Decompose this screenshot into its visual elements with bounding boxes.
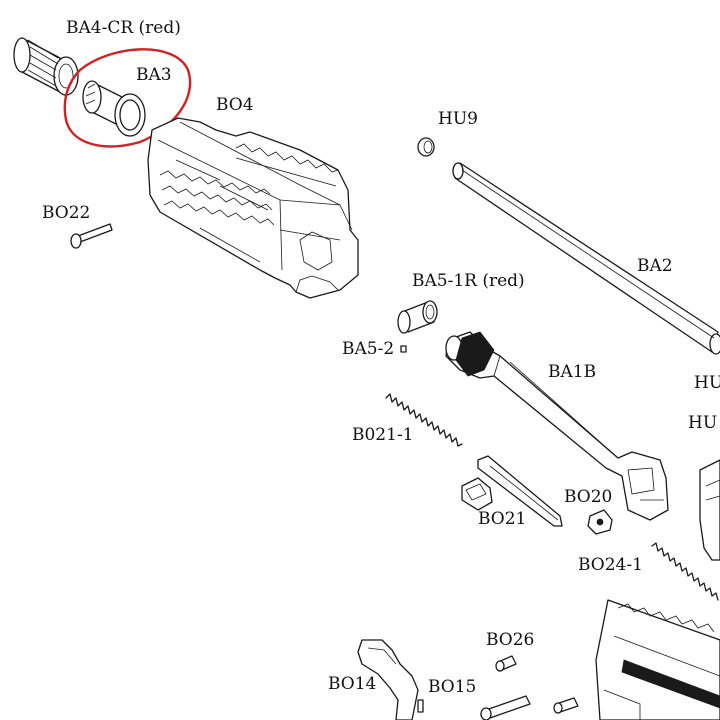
label-bo22: BO22 [42, 203, 90, 223]
part-ba4-cr [13, 37, 79, 96]
part-bo14-lever [357, 639, 419, 720]
label-bo26: BO26 [486, 630, 534, 650]
part-ba5-1r [397, 300, 438, 334]
part-bo21-1-spring [385, 393, 463, 447]
part-bo15-pin [417, 699, 424, 713]
part-bo24-1-spring [651, 542, 719, 601]
label-bo14: BO14 [328, 674, 376, 694]
label-bo21: BO21 [478, 509, 526, 529]
part-bo22-pin [70, 223, 113, 249]
label-bo20: BO20 [564, 487, 612, 507]
label-ba4-cr: BA4-CR (red) [66, 18, 181, 38]
label-hu9: HU9 [438, 109, 478, 129]
label-ba5-1r: BA5-1R (red) [412, 271, 525, 291]
part-bo4-handguard [147, 117, 359, 299]
part-hu-right [699, 459, 720, 561]
label-ba3: BA3 [136, 65, 172, 85]
part-hu9 [417, 137, 435, 157]
label-ba1b: BA1B [548, 362, 596, 382]
label-ba2: BA2 [637, 256, 673, 276]
label-bo21-1: B021-1 [352, 425, 414, 445]
part-ba5-2 [400, 345, 407, 353]
part-ba2-barrel [452, 162, 720, 355]
label-bo4: BO4 [216, 95, 254, 115]
label-bo15: BO15 [428, 677, 476, 697]
label-bo24-1: BO24-1 [578, 555, 643, 575]
part-ba3 [82, 80, 146, 137]
label-hu-right-2: HU [688, 413, 717, 433]
part-bo26-screw [495, 655, 517, 672]
part-bo20 [587, 509, 613, 535]
label-ba5-2: BA5-2 [342, 339, 394, 359]
part-lower-screws [480, 695, 579, 720]
part-bo21 [461, 455, 563, 527]
part-ba1b [445, 331, 669, 521]
part-receiver-lower [595, 599, 720, 720]
label-hu-right-1: HU [694, 373, 720, 393]
